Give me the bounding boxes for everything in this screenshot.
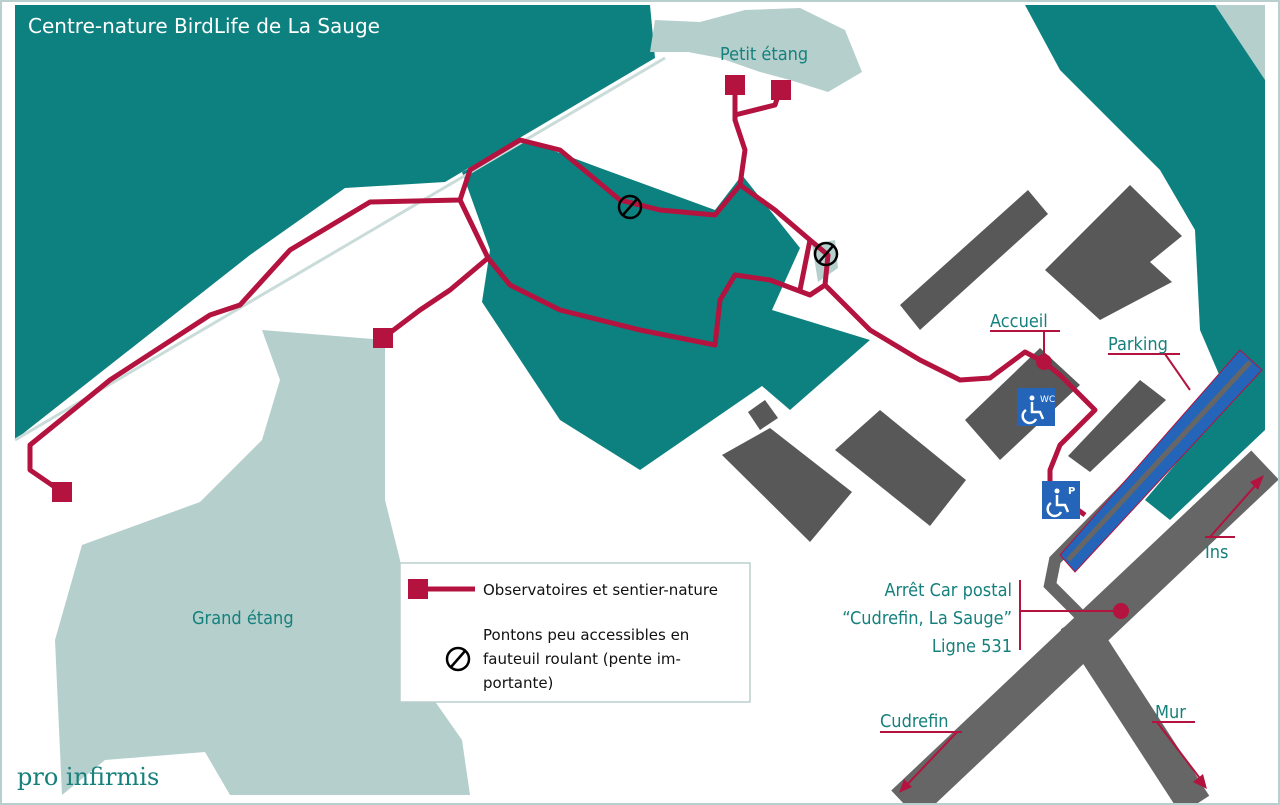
parking-aisle — [1066, 360, 1252, 562]
petit-etang-pond — [650, 8, 862, 92]
trail — [381, 256, 490, 340]
label-mur: Mur — [1155, 702, 1186, 723]
arrow-ins-icon — [1250, 475, 1264, 490]
pontoon-warning-icon — [617, 194, 839, 267]
label-cudrefin: Cudrefin — [880, 711, 949, 732]
forest-north-west — [15, 5, 655, 440]
forest-central — [462, 140, 870, 470]
road-mur — [1060, 610, 1210, 805]
trail — [457, 182, 831, 348]
trail — [797, 239, 813, 291]
grand-etang-pond — [55, 330, 470, 795]
arrow-mur-icon — [1193, 774, 1207, 789]
observatory-marker[interactable] — [771, 80, 791, 100]
legend: Observatoires et sentier-nature Pontons … — [399, 562, 751, 703]
pro-infirmis-logo: pro infirmis — [17, 763, 159, 791]
label-ins: Ins — [1205, 542, 1228, 563]
parking-accessible-icon: P — [1042, 481, 1080, 519]
map-title: Centre-nature BirdLife de La Sauge — [28, 14, 380, 38]
building — [1068, 380, 1166, 472]
label-accueil: Accueil — [990, 311, 1048, 332]
label-bus-stop-line3: Ligne 531 — [932, 636, 1012, 657]
legend-pontoon-label-1: Pontons peu accessibles en — [483, 626, 689, 644]
forest-east — [1025, 5, 1265, 520]
arrow-cudrefin-icon — [899, 779, 912, 793]
legend-pontoon-label-3: portante) — [483, 674, 553, 692]
legend-observatory-icon — [408, 579, 428, 599]
label-bus-stop-line2: “Cudrefin, La Sauge” — [842, 608, 1012, 629]
legend-pontoon-label-2: fauteuil roulant (pente im- — [483, 650, 681, 668]
water-north-east — [1215, 5, 1265, 80]
label-bus-stop-line1: Arrêt Car postal — [884, 580, 1012, 601]
observatories — [52, 75, 791, 502]
building — [1045, 185, 1182, 320]
building — [748, 400, 778, 430]
legend-pontoon-icon — [445, 646, 471, 672]
label-grand-etang: Grand étang — [192, 608, 294, 629]
trails — [27, 85, 1098, 518]
label-petit-etang: Petit étang — [720, 44, 808, 65]
building — [722, 428, 852, 542]
svg-text:P: P — [1068, 486, 1075, 497]
building — [835, 410, 966, 526]
accueil-marker[interactable] — [1036, 354, 1052, 370]
building — [900, 190, 1048, 330]
observatory-marker[interactable] — [52, 482, 72, 502]
bus-stop-marker[interactable] — [1113, 603, 1129, 619]
observatory-marker[interactable] — [725, 75, 745, 95]
label-parking: Parking — [1108, 334, 1168, 355]
buildings — [722, 185, 1182, 542]
svg-text:WC: WC — [1040, 395, 1055, 405]
wc-accessible-icon: WC — [1017, 388, 1055, 426]
callouts — [880, 330, 1263, 791]
legend-trail-label: Observatoires et sentier-nature — [483, 581, 718, 599]
shore-line — [14, 56, 666, 442]
observatory-marker[interactable] — [373, 328, 393, 348]
